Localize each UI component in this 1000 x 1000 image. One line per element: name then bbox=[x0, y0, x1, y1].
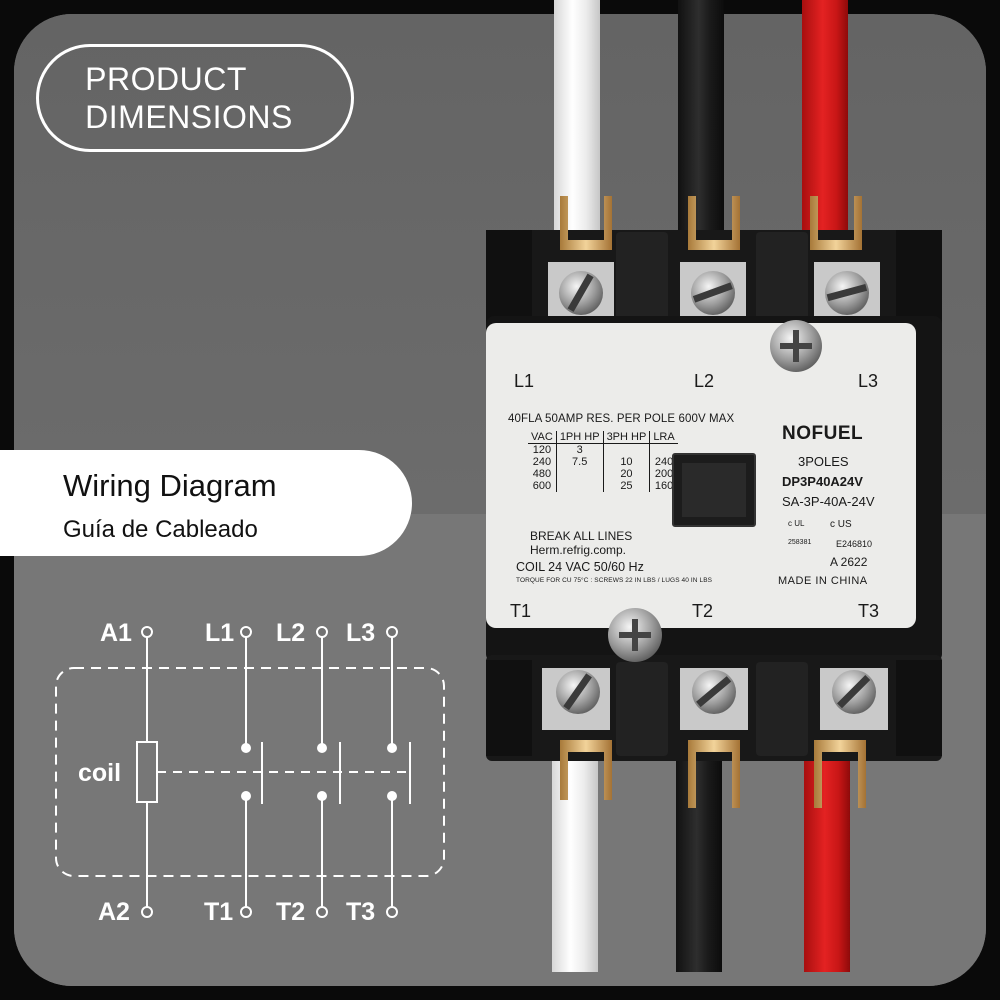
spec-cell: 20 bbox=[602, 468, 650, 480]
schematic-label-l3: L3 bbox=[346, 619, 375, 647]
terminal-t2-dot bbox=[316, 906, 328, 918]
wiring-diagram-title: Wiring Diagram bbox=[63, 468, 277, 503]
coil-window-inner bbox=[682, 463, 746, 517]
terminal-a2-dot bbox=[141, 906, 153, 918]
schematic-label-l1: L1 bbox=[205, 619, 234, 647]
spec-cell: 480 bbox=[532, 468, 552, 480]
spec-cell: 7.5 bbox=[555, 456, 604, 468]
schematic-dashed-boundary bbox=[55, 667, 445, 877]
spec-header-1ph: 1PH HP bbox=[555, 431, 604, 444]
wiring-diagram-subtitle: Guía de Cableado bbox=[63, 516, 258, 543]
poles-text: 3POLES bbox=[798, 454, 849, 469]
terminal-label-t3: T3 bbox=[858, 601, 880, 621]
spec-cell: 240 bbox=[649, 456, 678, 468]
spec-table: VAC 1PH HP 3PH HP LRA 120 3 240 7.5 10 2… bbox=[528, 431, 678, 492]
terminal-l1-dot bbox=[240, 626, 252, 638]
contactor-label-plate: L1 L2 L3 40FLA 50AMP RES. PER POLE 600V … bbox=[486, 323, 916, 628]
contact-1-top-dot bbox=[241, 743, 251, 753]
cus-number: E246810 bbox=[836, 539, 873, 549]
spec-cell bbox=[555, 480, 604, 492]
schematic-label-a1: A1 bbox=[100, 619, 132, 647]
spec-cell: 25 bbox=[602, 480, 650, 492]
terminal-label-l3: L3 bbox=[858, 371, 879, 391]
spec-cell: 10 bbox=[602, 456, 650, 468]
top-terminal-block bbox=[486, 196, 942, 330]
red-wire-bottom bbox=[804, 760, 850, 972]
wiring-diagram-banner: Wiring Diagram Guía de Cableado bbox=[0, 450, 412, 556]
made-in-text: MADE IN CHINA bbox=[778, 575, 868, 587]
terminal-l2-dot bbox=[316, 626, 328, 638]
schematic-label-t1: T1 bbox=[204, 898, 233, 926]
table-row: 120 3 bbox=[528, 443, 678, 456]
herm-text: Herm.refrig.comp. bbox=[530, 543, 627, 557]
white-wire-top bbox=[554, 0, 600, 235]
break-lines-text: BREAK ALL LINES bbox=[530, 529, 633, 543]
table-row: 480 20 200 bbox=[528, 468, 678, 480]
spec-cell bbox=[602, 443, 650, 456]
spec-cell: 120 bbox=[532, 444, 552, 456]
table-row: 600 25 160 bbox=[528, 480, 678, 492]
contact-3-top-dot bbox=[387, 743, 397, 753]
badge-line-1: PRODUCT bbox=[85, 61, 247, 97]
terminal-label-t2: T2 bbox=[692, 601, 714, 621]
table-row: 240 7.5 10 240 bbox=[528, 456, 678, 468]
black-wire-top bbox=[678, 0, 724, 235]
white-wire-bottom bbox=[552, 755, 598, 972]
spec-header-lra: LRA bbox=[649, 431, 678, 444]
terminal-a1-dot bbox=[141, 626, 153, 638]
cus-mark-icon: c US bbox=[830, 519, 852, 530]
coil-rating-text: COIL 24 VAC 50/60 Hz bbox=[516, 560, 644, 574]
schematic-label-a2: A2 bbox=[98, 898, 130, 926]
model-number: DP3P40A24V bbox=[782, 474, 863, 489]
terminal-label-l2: L2 bbox=[694, 371, 715, 391]
product-code: A 2622 bbox=[830, 555, 868, 569]
spec-cell: 240 bbox=[532, 456, 552, 468]
product-dimensions-text: PRODUCT DIMENSIONS bbox=[85, 60, 293, 136]
contact-3-bottom-dot bbox=[387, 791, 397, 801]
spec-cell bbox=[555, 468, 604, 480]
plate-screw-bottom-icon bbox=[608, 608, 662, 662]
product-dimensions-badge[interactable]: PRODUCT DIMENSIONS bbox=[36, 44, 354, 152]
terminal-label-l1: L1 bbox=[514, 371, 535, 391]
spec-header-vac: VAC bbox=[528, 431, 557, 444]
terminal-t1-dot bbox=[240, 906, 252, 918]
contact-2-top-dot bbox=[317, 743, 327, 753]
schematic-label-t3: T3 bbox=[346, 898, 375, 926]
spec-cell: 600 bbox=[532, 480, 552, 492]
spec-cell: 160 bbox=[649, 480, 678, 492]
terminal-t3-dot bbox=[386, 906, 398, 918]
coil-symbol bbox=[136, 741, 158, 803]
torque-text: TORQUE FOR CU 75°C : SCREWS 22 IN LBS / … bbox=[516, 577, 713, 584]
spec-cell bbox=[649, 443, 678, 456]
spec-cell: 3 bbox=[555, 443, 604, 456]
badge-line-2: DIMENSIONS bbox=[85, 99, 293, 135]
terminal-label-t1: T1 bbox=[510, 601, 532, 621]
schematic-label-t2: T2 bbox=[276, 898, 305, 926]
plate-screw-top-icon bbox=[770, 320, 822, 372]
black-wire-bottom bbox=[676, 760, 722, 972]
coil-window bbox=[672, 453, 756, 527]
contact-2-bottom-dot bbox=[317, 791, 327, 801]
model-number-alt: SA-3P-40A-24V bbox=[782, 494, 875, 509]
schematic-label-l2: L2 bbox=[276, 619, 305, 647]
spec-cell: 200 bbox=[649, 468, 678, 480]
contact-1-bottom-dot bbox=[241, 791, 251, 801]
brand-logo: NOFUEL bbox=[782, 423, 864, 444]
ul-mark-icon: c UL bbox=[788, 519, 805, 528]
rating-line: 40FLA 50AMP RES. PER POLE 600V MAX bbox=[508, 413, 735, 425]
red-wire-top bbox=[802, 0, 848, 235]
spec-header-3ph: 3PH HP bbox=[602, 431, 650, 444]
bottom-terminal-block bbox=[486, 655, 942, 808]
terminal-l3-dot bbox=[386, 626, 398, 638]
schematic-label-coil: coil bbox=[78, 759, 121, 787]
ul-number: 258381 bbox=[788, 539, 812, 546]
